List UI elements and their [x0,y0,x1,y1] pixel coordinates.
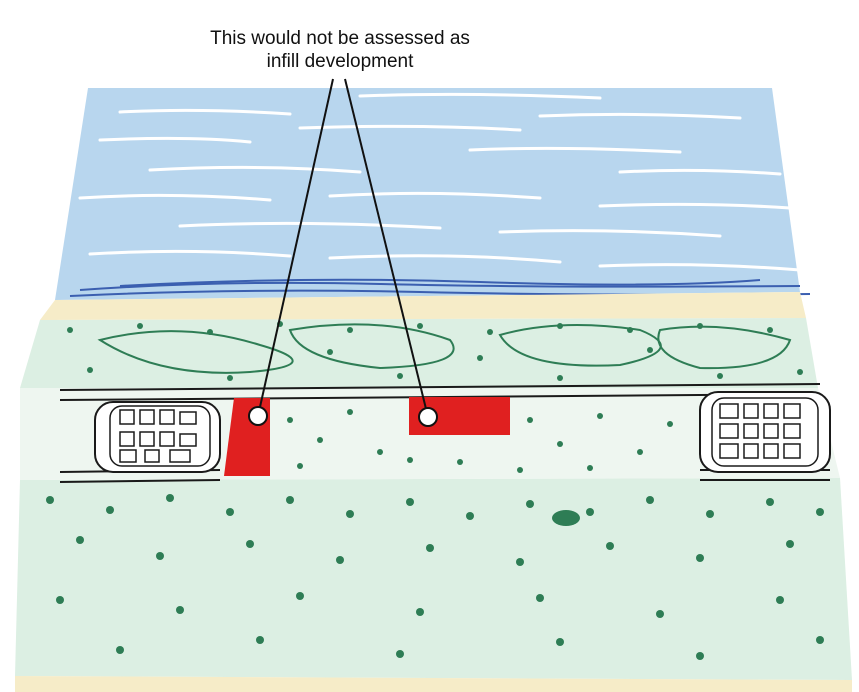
left-residential-block [95,402,220,472]
lot-marker-dot [419,408,437,426]
annotation-line-2: infill development [150,50,530,73]
annotation-label: This would not be assessed as infill dev… [150,27,530,73]
vegetation-clump [552,510,580,526]
right-residential-block [700,392,830,472]
annotation-line-1: This would not be assessed as [150,27,530,50]
lower-land [15,478,852,680]
lot-marker-dot [249,407,267,425]
